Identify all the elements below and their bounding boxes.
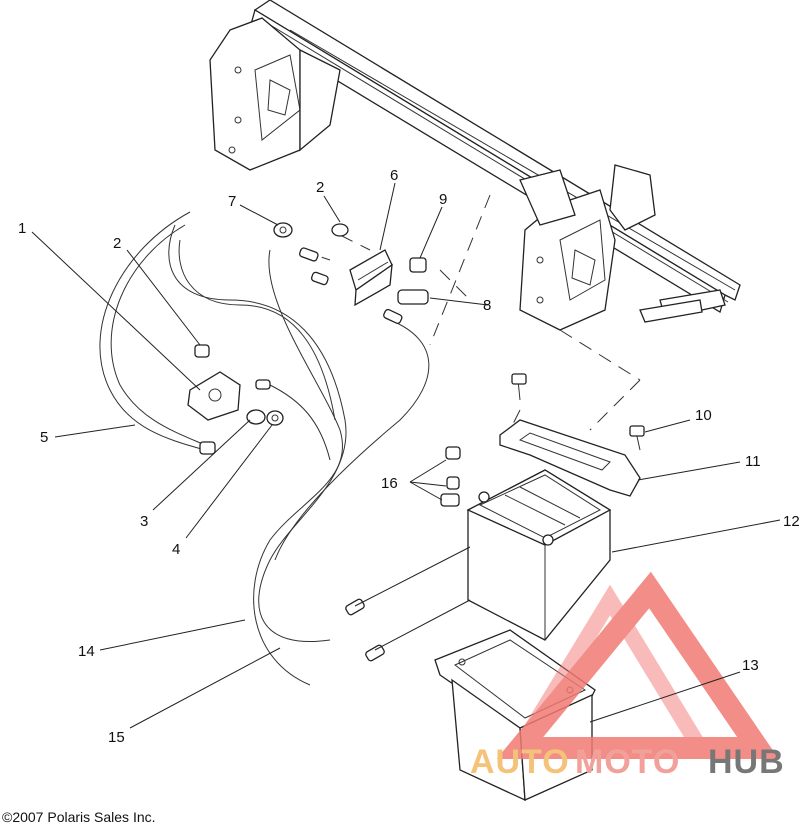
callout-16: 16 [381,475,398,492]
callout-11: 11 [745,453,761,470]
watermark-moto: MOTO [575,743,680,781]
callout-14: 14 [78,643,95,660]
cables [99,211,430,686]
callout-8: 8 [483,297,491,314]
callout-9: 9 [439,191,447,208]
automotohub-watermark [496,571,779,759]
callout-4: 4 [172,541,180,558]
callout-1: 1 [18,220,26,237]
callout-12: 12 [783,513,800,530]
battery [466,469,612,641]
frame-crossmember [209,0,741,331]
callout-3: 3 [140,513,148,530]
callout-5: 5 [40,429,48,446]
watermark-hub: HUB [708,743,785,781]
callout-6: 6 [390,167,398,184]
watermark-auto: AUTO [470,743,570,781]
callout-15: 15 [108,729,125,746]
callout-2-top: 2 [316,179,324,196]
callout-2-left: 2 [113,235,121,252]
hardware [187,222,645,662]
leader-lines [31,182,781,729]
callout-13: 13 [742,657,759,674]
copyright-notice: ©2007 Polaris Sales Inc. [2,809,156,825]
battery-hold-down-bracket [499,419,641,497]
callout-7: 7 [228,193,236,210]
callout-labels: 1 2 2 3 4 5 6 7 8 9 10 11 12 13 14 15 16 [18,167,800,746]
callout-10: 10 [695,407,712,424]
